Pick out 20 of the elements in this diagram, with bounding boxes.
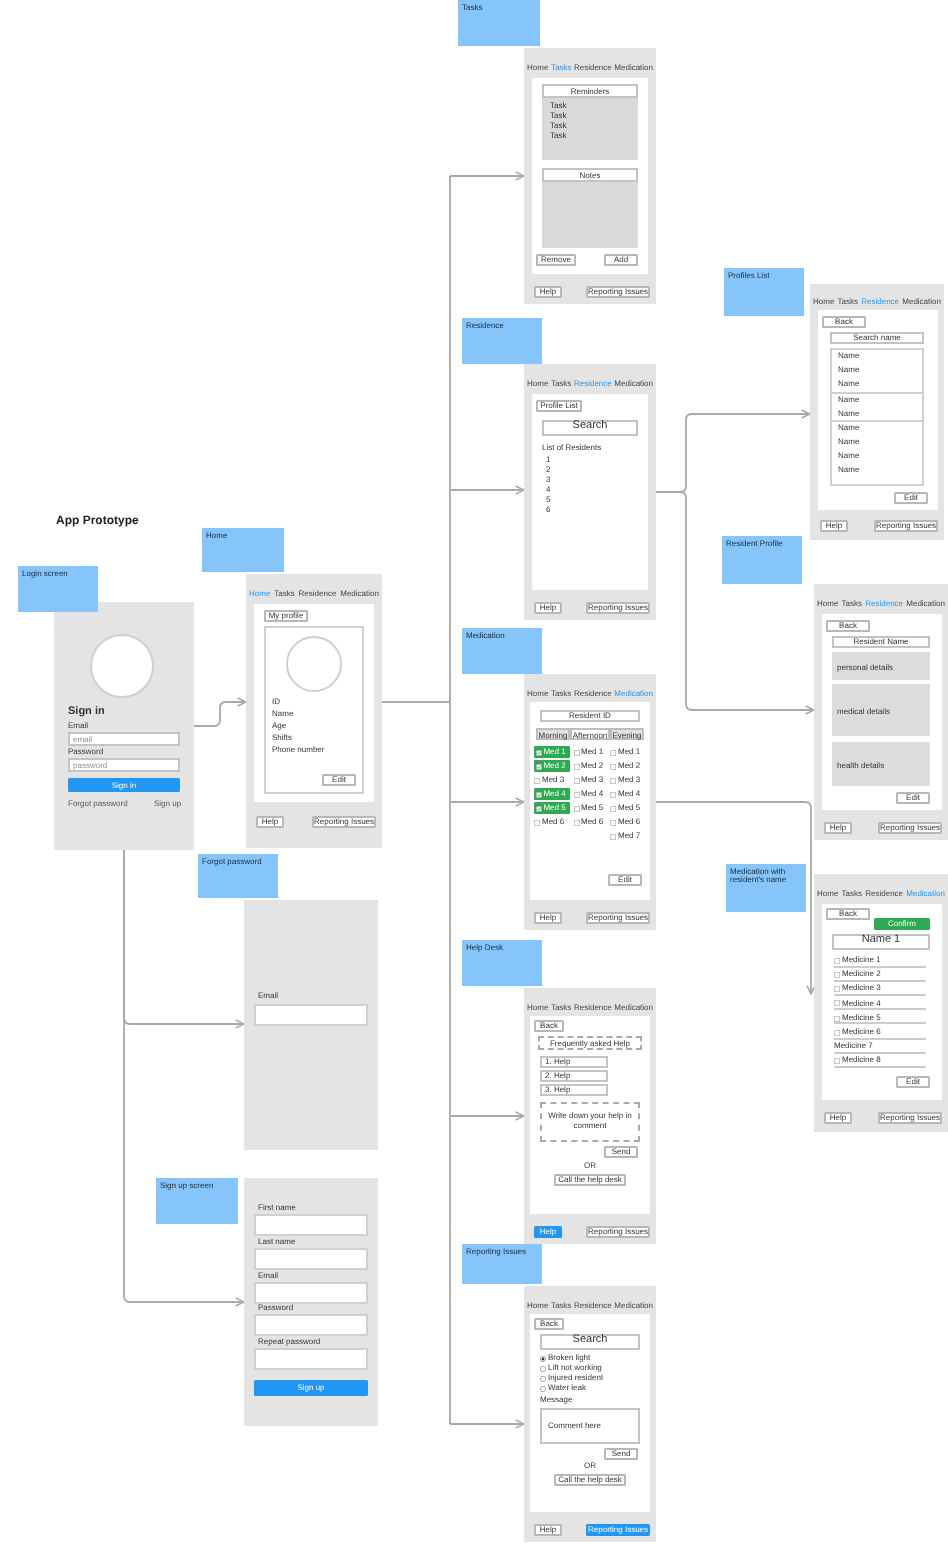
arrow <box>123 849 245 1307</box>
arrow <box>449 485 525 495</box>
arrow <box>449 1111 525 1121</box>
screen-frame <box>244 1178 378 1426</box>
screen-frame <box>524 48 656 304</box>
screen-frame <box>814 874 948 1132</box>
screen-frame <box>524 988 656 1244</box>
arrow <box>193 697 247 727</box>
screen-frame <box>810 284 944 540</box>
screen-frame <box>244 900 378 1150</box>
screen-frame <box>524 674 656 930</box>
screen-frame <box>524 364 656 620</box>
screen-frame <box>246 574 382 848</box>
screen-frame <box>54 602 194 850</box>
arrow <box>655 801 816 995</box>
arrow <box>449 1419 525 1429</box>
screen-frame <box>524 1286 656 1542</box>
arrow <box>449 797 525 807</box>
arrow <box>655 491 815 715</box>
screen-frame <box>814 584 948 840</box>
